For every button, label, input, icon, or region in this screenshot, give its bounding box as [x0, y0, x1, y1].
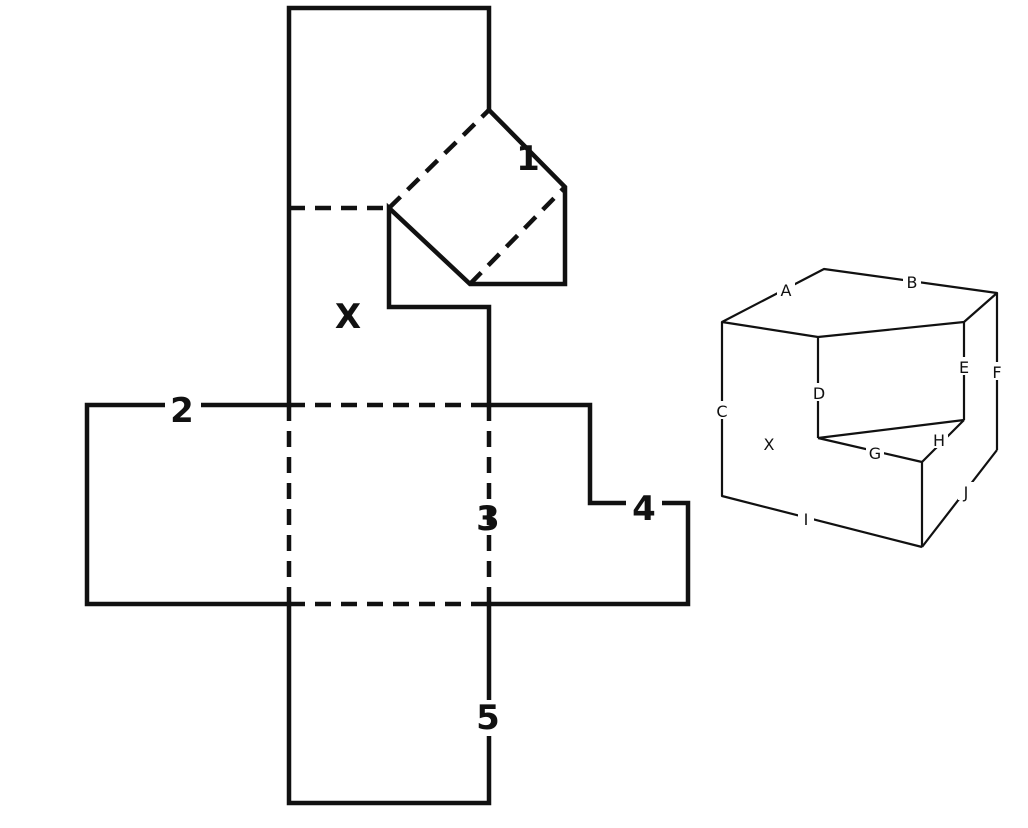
net-label-3: 3 — [476, 499, 500, 539]
solid-label-f: F — [992, 363, 1001, 382]
net-label-x: X — [335, 297, 361, 337]
solid-label-b: B — [907, 273, 918, 292]
solid-diagram: A B C D E F G H I J X — [713, 267, 1006, 549]
solid-label-c: C — [716, 402, 727, 421]
net-face-5-outline — [286, 601, 492, 806]
solid-label-d: D — [813, 384, 825, 403]
net-label-1: 1 — [516, 139, 540, 179]
solid-face-x — [720, 322, 923, 549]
net-label-2: 2 — [170, 391, 194, 431]
net-face-2-outline — [84, 402, 292, 607]
solid-label-i: I — [804, 510, 809, 529]
solid-label-e: E — [959, 358, 969, 377]
solid-edge-inner-diag — [817, 418, 965, 440]
net-fold-flap1-b — [468, 185, 567, 286]
solid-label-h: H — [933, 431, 945, 450]
net-label-4: 4 — [632, 489, 656, 529]
solid-label-a: A — [781, 281, 792, 300]
solid-top-face — [720, 267, 999, 339]
net-diagram: 1 2 3 4 5 X — [84, 5, 691, 806]
net-label-5: 5 — [476, 698, 500, 738]
solid-label-j: J — [963, 483, 969, 502]
net-fold-flap1-a — [387, 108, 491, 210]
solid-label-g: G — [869, 444, 881, 463]
solid-label-x: X — [764, 435, 775, 454]
net-face-x-right-lower — [386, 106, 568, 408]
